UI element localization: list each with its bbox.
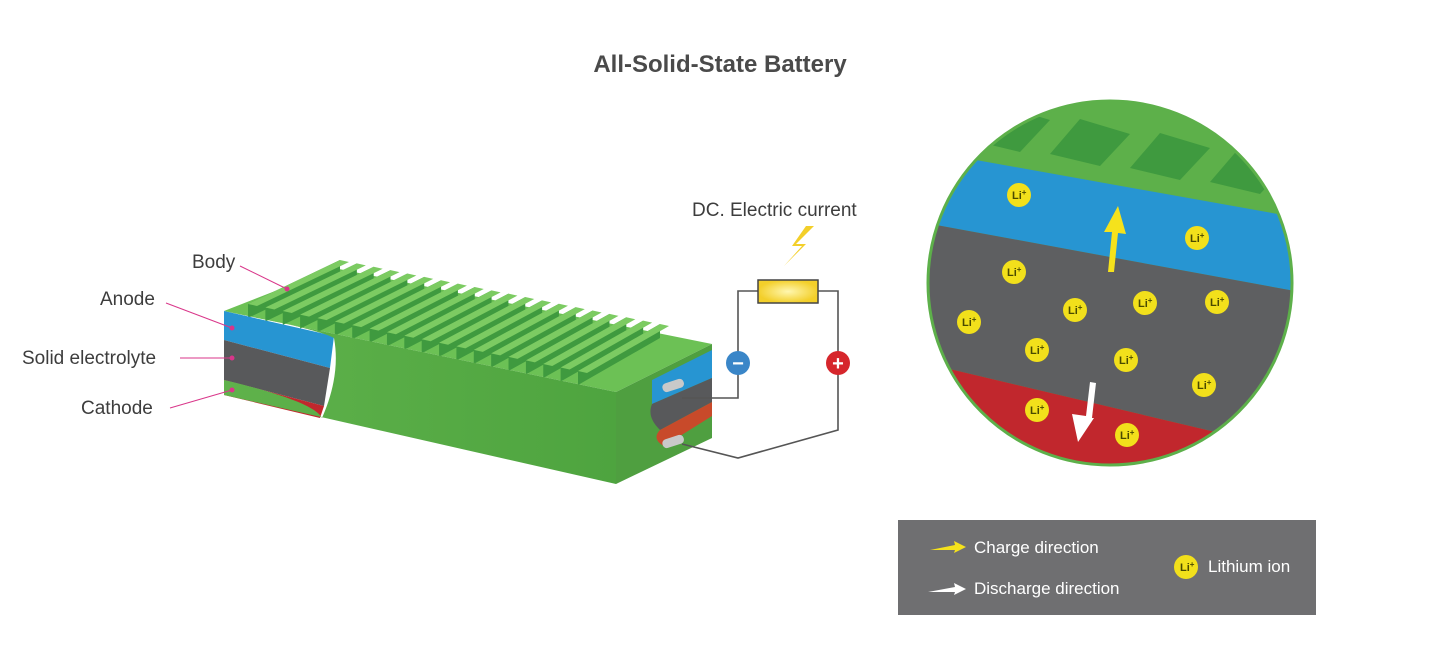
fin-top <box>543 317 636 366</box>
negative-pin <box>662 378 684 393</box>
magnified-view: Li+ Li+ Li+ Li+ Li+ Li+ Li+ Li+ Li+ Li+ Li+ Li+ <box>926 99 1450 467</box>
legend-discharge: Discharge direction <box>974 579 1120 598</box>
battery-front-face <box>224 311 616 484</box>
magnified-fin <box>1050 119 1130 166</box>
lithium-ion: Li+ <box>1025 338 1049 362</box>
fin-top <box>352 280 451 328</box>
battery-block <box>224 260 712 484</box>
fin-top <box>456 300 552 349</box>
discharge-arrow <box>1072 382 1096 442</box>
fin-top <box>386 286 484 335</box>
fin-top <box>334 276 434 324</box>
charge-arrow-icon <box>930 541 966 553</box>
fin-top <box>404 290 501 338</box>
lithium-ion: Li+ <box>1063 298 1087 322</box>
discharge-arrow-icon <box>928 583 966 595</box>
fin-top <box>578 324 669 373</box>
legend-charge: Charge direction <box>974 538 1099 557</box>
fin-top <box>439 297 535 345</box>
label-cathode: Cathode <box>81 398 153 419</box>
positive-terminal-icon <box>826 351 850 375</box>
fin-top <box>369 283 467 331</box>
fin-top <box>265 263 366 310</box>
lithium-ion: Li+ <box>1115 423 1139 447</box>
wire-positive <box>681 290 839 459</box>
electrolyte-end <box>650 378 712 430</box>
label-anode: Anode <box>100 289 155 310</box>
fin-top <box>248 260 349 306</box>
dc-current-label: DC. Electric current <box>692 200 857 221</box>
fin-top <box>560 320 653 370</box>
lightning-icon <box>784 226 814 266</box>
legend: Charge direction Discharge direction Li+… <box>898 520 1316 615</box>
fin-top <box>317 273 417 321</box>
lithium-ion: Li+ <box>1185 226 1209 250</box>
positive-pin <box>662 434 684 449</box>
lithium-ion: Li+ <box>1205 290 1229 314</box>
diagram-title: All-Solid-State Battery <box>593 51 847 78</box>
fin-top <box>473 303 568 352</box>
label-electrolyte: Solid electrolyte <box>22 348 156 369</box>
magnified-fin <box>1370 175 1450 222</box>
lithium-ion: Li+ <box>957 310 981 334</box>
magnified-fin <box>1130 133 1210 180</box>
negative-terminal-icon <box>726 351 750 375</box>
fin-top <box>421 293 518 342</box>
label-body: Body <box>192 252 236 273</box>
charge-arrow <box>1104 206 1126 272</box>
negative-terminal-sign: − <box>732 353 744 375</box>
fin-top <box>300 270 400 317</box>
lithium-ion: Li+ <box>1002 260 1026 284</box>
lithium-ion: Li+ <box>1007 183 1031 207</box>
wire-negative <box>682 290 758 399</box>
fin-top <box>508 310 602 359</box>
electrolyte-side <box>224 340 330 406</box>
magnified-fin <box>1290 161 1292 208</box>
lithium-ion: Li+ <box>1025 398 1049 422</box>
fin-top <box>282 266 383 314</box>
lithium-ion: Li+ <box>1114 348 1138 372</box>
lithium-ion: Li+ <box>1192 373 1216 397</box>
lithium-ions: Li+ Li+ Li+ Li+ Li+ Li+ Li+ Li+ Li+ Li+ Li+ Li+ <box>957 183 1229 447</box>
positive-terminal-sign: + <box>832 353 844 375</box>
fin-top <box>491 307 585 356</box>
part-labels: Body Anode Solid electrolyte Cathode <box>22 252 290 419</box>
lithium-ion: Li+ <box>1133 291 1157 315</box>
legend-ion-symbol: Li+ <box>1180 560 1195 574</box>
legend-ion: Lithium ion <box>1208 557 1290 576</box>
load-resistor <box>757 279 819 304</box>
anode-side <box>224 311 334 368</box>
lithium-ion-icon <box>1174 555 1198 579</box>
cooling-fins <box>248 260 669 385</box>
circuit <box>681 290 839 459</box>
fin-top <box>525 313 619 363</box>
cathode-end <box>656 402 712 446</box>
legend-box <box>898 520 1316 615</box>
